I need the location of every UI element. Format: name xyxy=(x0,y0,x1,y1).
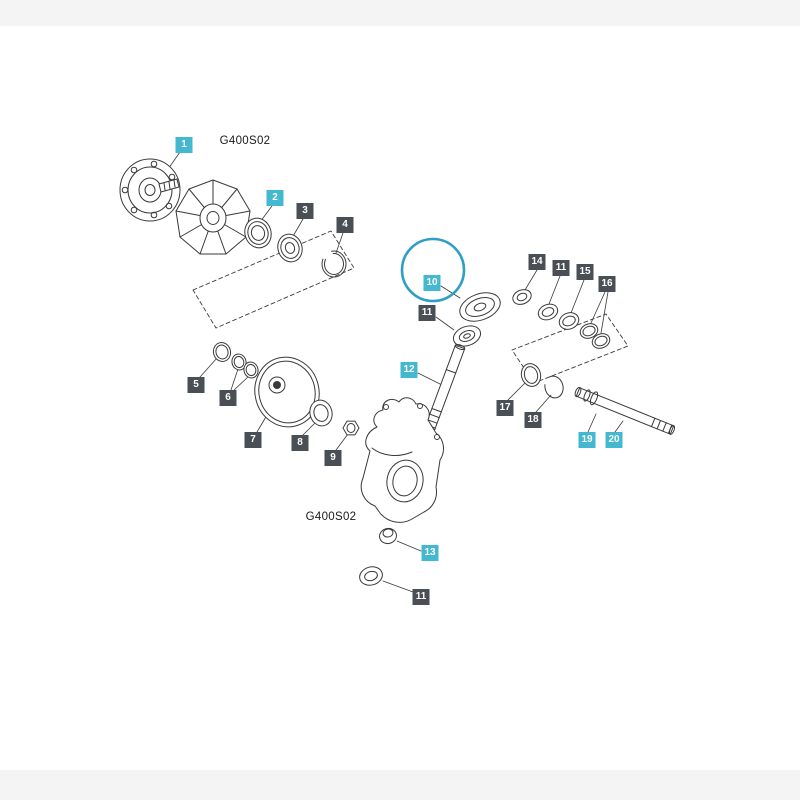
gearbox-housing-part xyxy=(360,397,444,523)
part-label-10-9[interactable]: 10 xyxy=(423,275,441,291)
ring-part-17 xyxy=(520,363,542,387)
shim-rings-part-16 xyxy=(579,323,611,349)
bushing-part-13 xyxy=(379,527,397,545)
part-label-20-21[interactable]: 20 xyxy=(605,432,623,448)
part-label-15-16[interactable]: 15 xyxy=(576,264,594,280)
part-label-16-17[interactable]: 16 xyxy=(598,276,616,292)
leader-lines xyxy=(165,151,624,593)
part-label-7-6[interactable]: 7 xyxy=(244,432,262,448)
spacer-rings-part-6 xyxy=(231,353,259,379)
bearing-part-2 xyxy=(244,217,272,249)
bearing-part-11c xyxy=(359,566,383,586)
ring-part-11b xyxy=(537,303,559,321)
nut-part-9 xyxy=(342,420,360,436)
part-label-14-14[interactable]: 14 xyxy=(528,254,546,270)
part-label-13-12[interactable]: 13 xyxy=(421,545,439,561)
part-label-8-7[interactable]: 8 xyxy=(291,435,309,451)
axle-shaft-part-19-20 xyxy=(574,386,676,435)
disc-plate-part-7 xyxy=(254,356,320,428)
part-label-11-10[interactable]: 11 xyxy=(418,305,436,321)
part-label-5-4[interactable]: 5 xyxy=(187,377,205,393)
bearing-part-11a xyxy=(452,325,482,347)
part-label-19-20[interactable]: 19 xyxy=(578,432,596,448)
assembly-caption-bottom: G400S02 xyxy=(305,511,357,523)
highlight-circle xyxy=(400,237,466,303)
part-label-17-18[interactable]: 17 xyxy=(496,400,514,416)
part-label-9-8[interactable]: 9 xyxy=(324,450,342,466)
part-label-2-1[interactable]: 2 xyxy=(266,190,284,206)
seal-part-3 xyxy=(277,233,303,263)
part-label-3-2[interactable]: 3 xyxy=(296,203,314,219)
ring-part-8 xyxy=(309,399,333,427)
part-label-4-3[interactable]: 4 xyxy=(336,217,354,233)
part-label-1-0[interactable]: 1 xyxy=(175,137,193,153)
coupling-part-10 xyxy=(459,292,501,322)
part-label-6-5[interactable]: 6 xyxy=(219,390,237,406)
part-label-11-13[interactable]: 11 xyxy=(412,589,430,605)
part-label-12-11[interactable]: 12 xyxy=(400,362,418,378)
page-margin-bottom xyxy=(0,770,800,800)
snap-ring-part-4 xyxy=(321,250,347,278)
part-label-18-19[interactable]: 18 xyxy=(524,412,542,428)
hub-cover-part xyxy=(175,179,251,255)
ring-part-5 xyxy=(212,342,232,362)
part-label-11-15[interactable]: 11 xyxy=(552,260,570,276)
cap-part-14 xyxy=(512,289,532,305)
ring-part-15 xyxy=(558,312,580,330)
wheel-hub-part xyxy=(119,158,181,222)
snap-ring-part-18 xyxy=(544,375,564,399)
page-margin-top xyxy=(0,0,800,26)
assembly-caption-top: G400S02 xyxy=(219,135,271,147)
